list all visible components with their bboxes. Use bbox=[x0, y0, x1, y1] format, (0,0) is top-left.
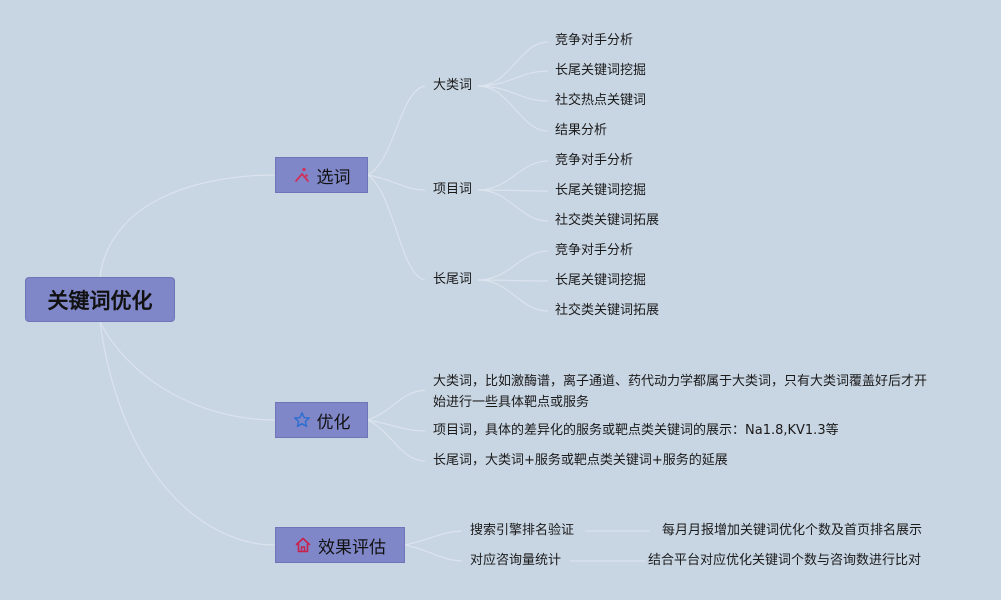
link-g1-l3 bbox=[477, 85, 549, 102]
branch-evaluate-node[interactable]: 效果评估 bbox=[275, 527, 405, 563]
star-icon bbox=[293, 412, 310, 428]
link-g2-l3 bbox=[477, 189, 549, 222]
link-select-g1 bbox=[367, 85, 426, 176]
evaluate-detail[interactable]: 结合平台对应优化关键词个数与咨询数进行比对 bbox=[648, 553, 922, 568]
link-g3-l3 bbox=[477, 279, 549, 312]
connector-lines bbox=[99, 41, 650, 562]
leaf-item[interactable]: 社交类关键词拓展 bbox=[555, 303, 660, 318]
group-label[interactable]: 长尾词 bbox=[433, 272, 473, 287]
link-eval-1 bbox=[404, 530, 463, 546]
optimize-item[interactable]: 项目词，具体的差异化的服务或靶点类关键词的展示：Na1.8,KV1.3等 bbox=[433, 423, 839, 438]
link-g2-l1 bbox=[477, 160, 549, 191]
evaluate-item[interactable]: 搜索引擎排名验证 bbox=[470, 523, 575, 538]
link-root-optimize bbox=[99, 321, 276, 421]
link-opt-1 bbox=[367, 389, 426, 421]
leaf-item[interactable]: 竞争对手分析 bbox=[555, 243, 634, 258]
link-g2-l2 bbox=[477, 189, 549, 192]
branch-select-node[interactable]: 选词 bbox=[275, 157, 368, 193]
link-g3-l1 bbox=[477, 250, 549, 281]
optimize-item[interactable]: 大类词，比如激酶谱，离子通道、药代动力学都属于大类词，只有大类词覆盖好后才开始进… bbox=[433, 374, 928, 410]
optimize-item[interactable]: 长尾词，大类词+服务或靶点类关键词+服务的延展 bbox=[433, 453, 728, 468]
leaf-item[interactable]: 结果分析 bbox=[555, 123, 608, 138]
link-root-select bbox=[99, 174, 276, 278]
link-opt-2 bbox=[367, 419, 426, 432]
branch-select-label: 选词 bbox=[316, 167, 351, 188]
root-node[interactable]: 关键词优化 bbox=[25, 277, 175, 322]
branch-evaluate-label: 效果评估 bbox=[318, 537, 386, 558]
branch-optimize-node[interactable]: 优化 bbox=[275, 402, 368, 438]
root-label: 关键词优化 bbox=[47, 288, 153, 313]
evaluate-item[interactable]: 对应咨询量统计 bbox=[470, 553, 562, 568]
leaf-item[interactable]: 竞争对手分析 bbox=[555, 153, 634, 168]
leaf-item[interactable]: 社交热点关键词 bbox=[555, 93, 647, 108]
evaluate-detail[interactable]: 每月月报增加关键词优化个数及首页排名展示 bbox=[662, 523, 923, 538]
link-g1-l4 bbox=[477, 85, 549, 132]
group-label[interactable]: 项目词 bbox=[433, 182, 473, 197]
link-opt-3 bbox=[367, 419, 426, 462]
link-g1-l2 bbox=[477, 70, 549, 87]
link-g3-l2 bbox=[477, 279, 549, 282]
link-select-g3 bbox=[367, 174, 426, 281]
leaf-item[interactable]: 长尾关键词挖掘 bbox=[555, 183, 647, 198]
sparkle-icon bbox=[294, 167, 309, 182]
home-icon bbox=[295, 537, 311, 553]
link-select-g2 bbox=[367, 174, 426, 191]
leaf-item[interactable]: 长尾关键词挖掘 bbox=[555, 63, 647, 78]
link-root-evaluate bbox=[99, 321, 276, 546]
leaf-item[interactable]: 竞争对手分析 bbox=[555, 33, 634, 48]
link-g1-l1 bbox=[477, 41, 549, 87]
leaf-item[interactable]: 社交类关键词拓展 bbox=[555, 213, 660, 228]
branch-optimize-label: 优化 bbox=[316, 412, 351, 433]
leaf-item[interactable]: 长尾关键词挖掘 bbox=[555, 273, 647, 288]
link-eval-2 bbox=[404, 544, 463, 562]
group-label[interactable]: 大类词 bbox=[433, 78, 473, 93]
